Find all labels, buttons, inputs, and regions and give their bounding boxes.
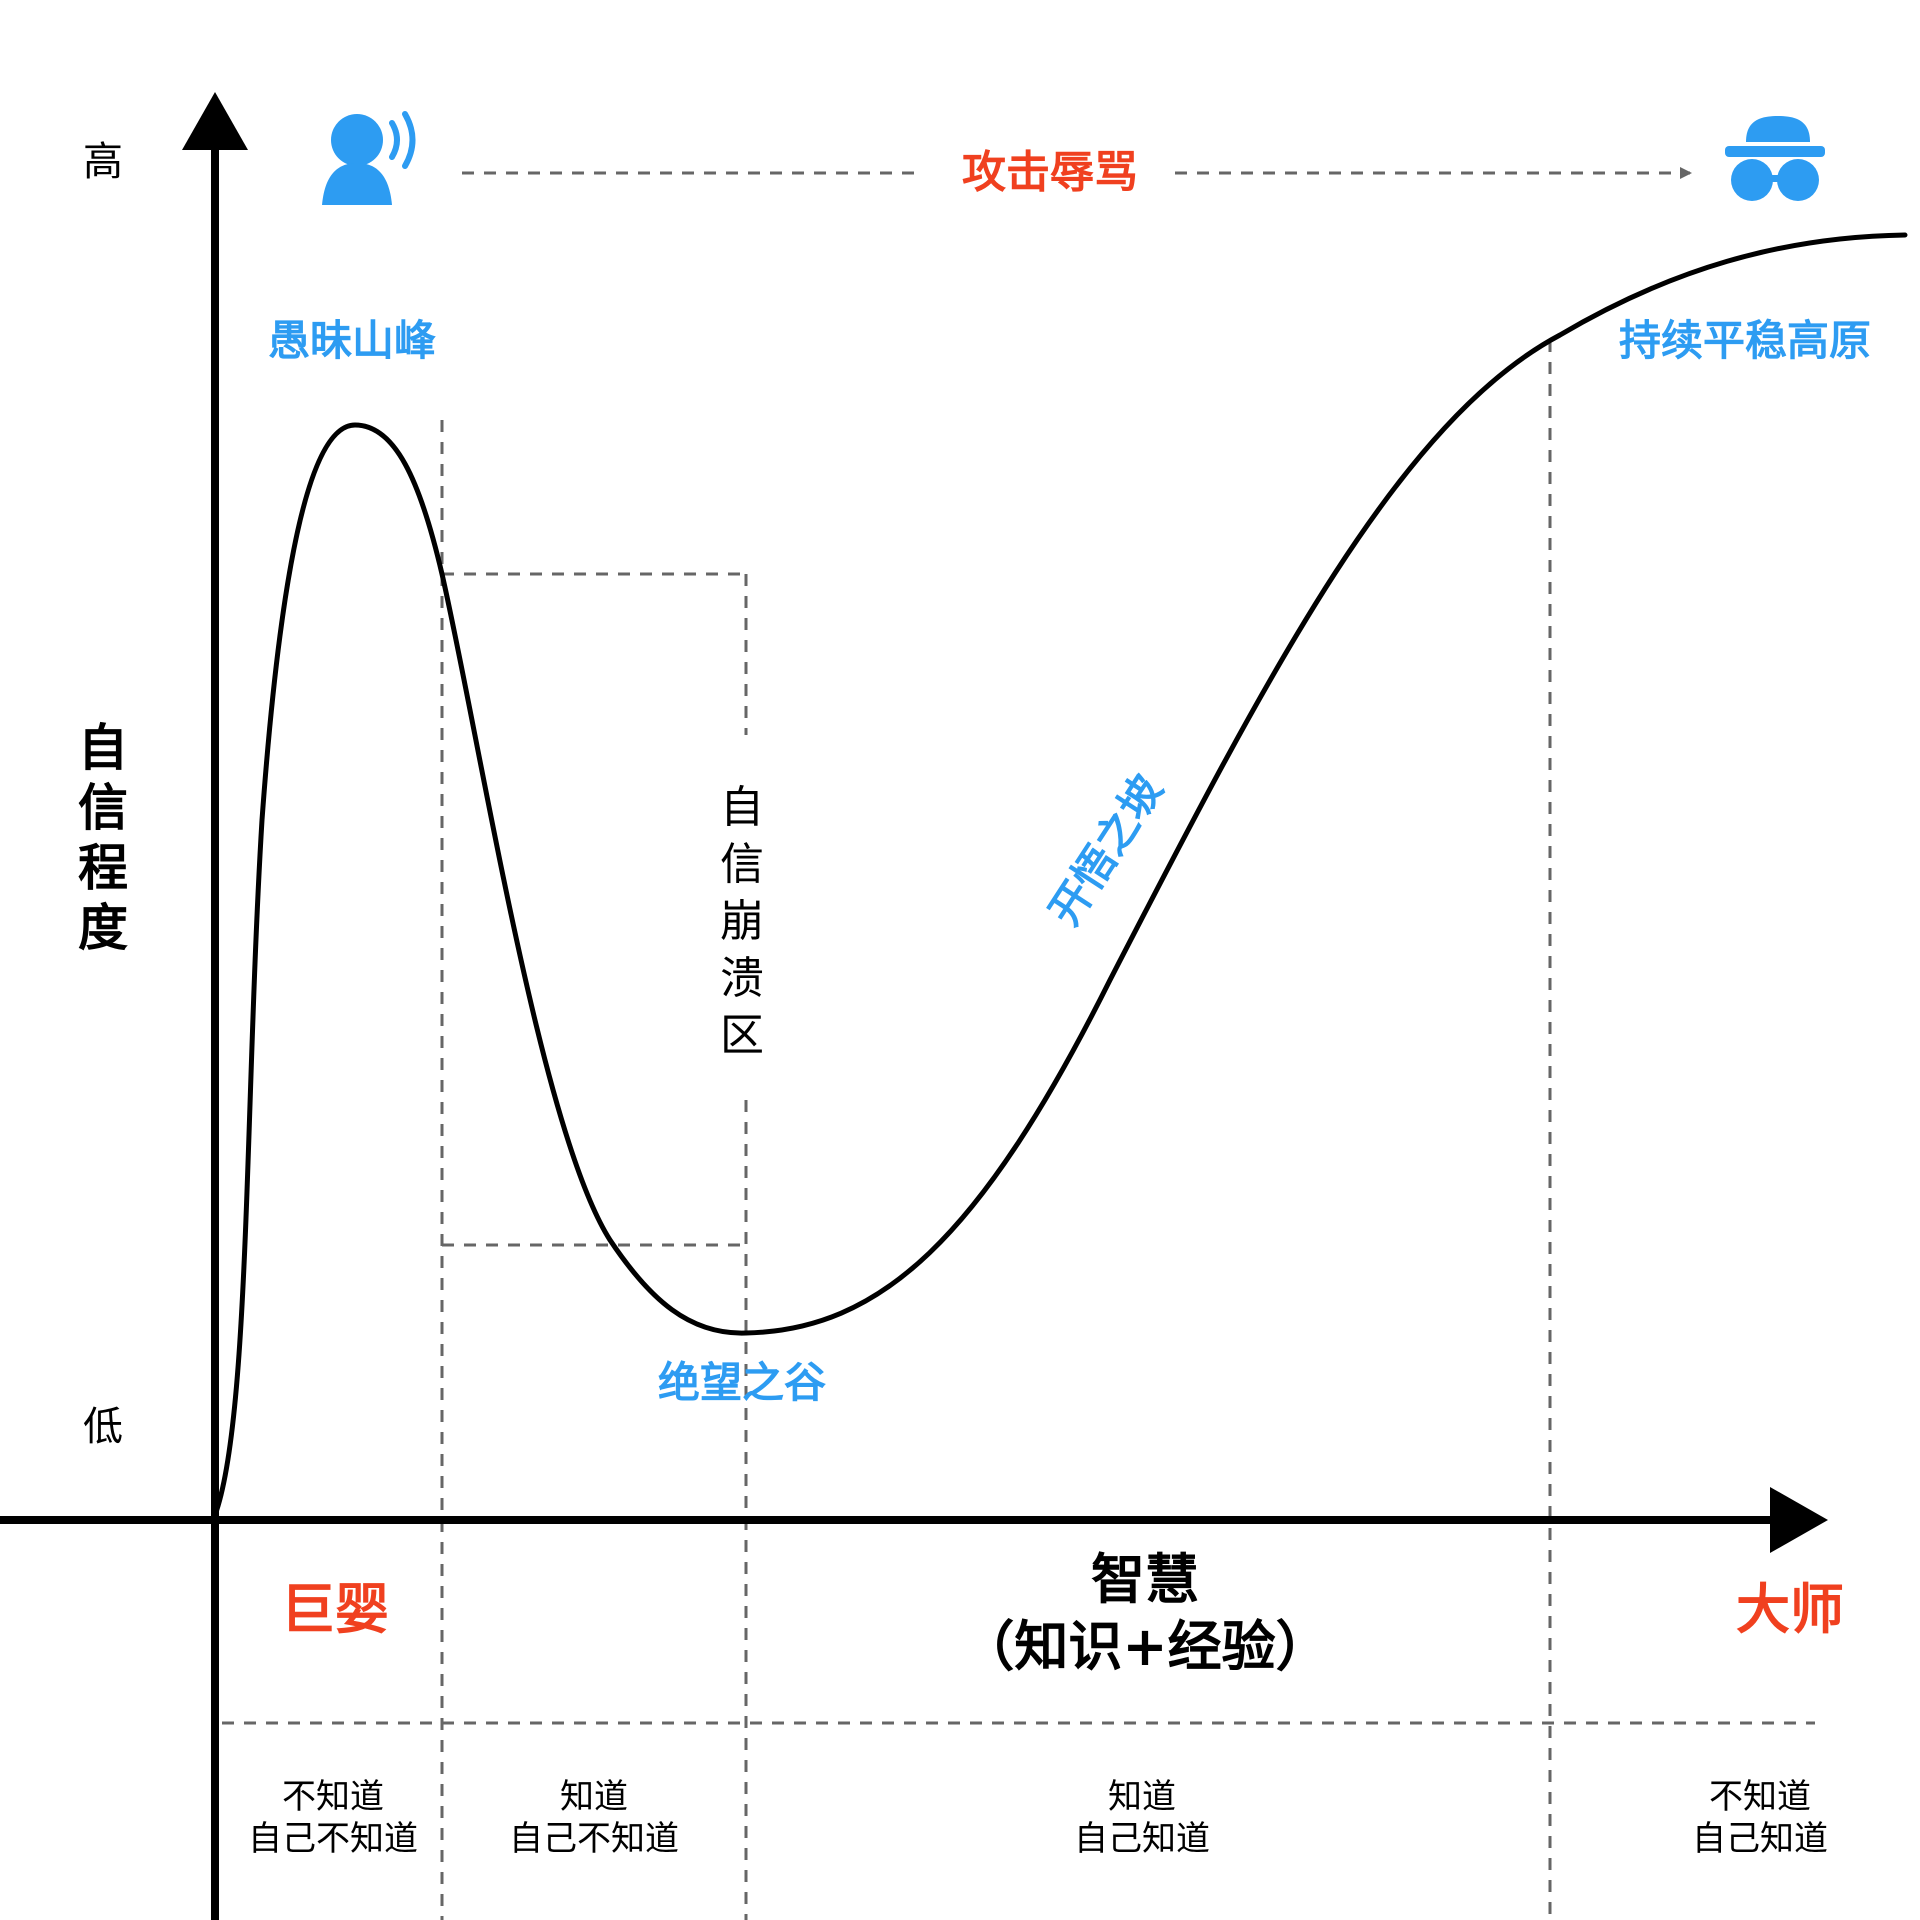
confidence-curve xyxy=(212,232,1908,1518)
guide-lines xyxy=(222,340,1815,1920)
quadrant-1-line1: 不知道 xyxy=(282,1777,384,1817)
quadrant-labels: 不知道 自己不知道 知道 自己不知道 知道 自己知道 不知道 自己知道 xyxy=(248,1777,1828,1859)
stage-label-valley: 绝望之谷 xyxy=(658,1358,826,1407)
quadrant-4-line2: 自己知道 xyxy=(1692,1819,1828,1859)
person-speaking-icon xyxy=(322,111,416,205)
role-label-beginner: 巨婴 xyxy=(281,1578,389,1641)
quadrant-4-line1: 不知道 xyxy=(1709,1777,1811,1817)
y-axis-arrowhead xyxy=(182,92,248,150)
y-axis-high-label: 高 xyxy=(83,139,123,185)
axes xyxy=(0,92,1828,1920)
x-axis-arrowhead xyxy=(1770,1487,1828,1553)
quadrant-1-line2: 自己不知道 xyxy=(248,1819,418,1859)
incognito-hat-glasses-icon xyxy=(1725,116,1825,201)
stage-label-collapse: 自信崩溃区 xyxy=(720,782,764,1061)
y-axis-low-label: 低 xyxy=(83,1404,123,1450)
quadrant-3-line2: 自己知道 xyxy=(1074,1819,1210,1859)
role-label-master: 大师 xyxy=(1736,1578,1844,1641)
stage-label-peak: 愚昧山峰 xyxy=(268,316,436,365)
stage-label-slope: 开悟之坡 xyxy=(1040,766,1173,934)
top-arrow-label: 攻击辱骂 xyxy=(962,147,1138,198)
quadrant-2-line1: 知道 xyxy=(560,1777,628,1817)
x-axis-title-line1: 智慧 xyxy=(1091,1548,1199,1611)
stage-label-plateau: 持续平稳高原 xyxy=(1619,316,1871,365)
quadrant-3-line1: 知道 xyxy=(1108,1777,1176,1817)
x-axis-title-line2: （知识+经验） xyxy=(960,1615,1329,1678)
y-axis-title: 自信程度 xyxy=(78,719,128,957)
quadrant-2-line2: 自己不知道 xyxy=(509,1819,679,1859)
